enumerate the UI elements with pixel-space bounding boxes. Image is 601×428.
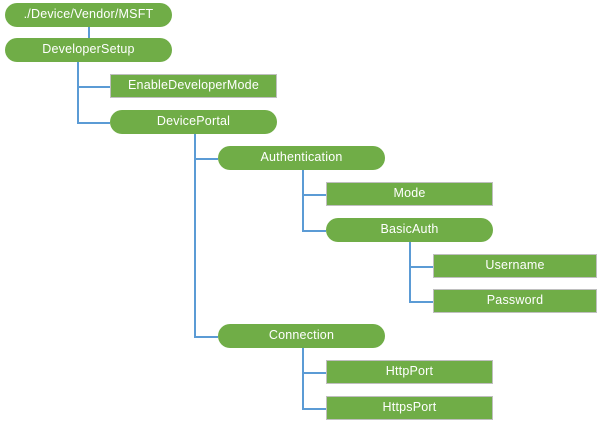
connector-deviceportal-to-authentication	[194, 158, 218, 160]
connector-basicauth-stem	[409, 242, 411, 301]
node-connection[interactable]: Connection	[218, 324, 385, 348]
node-basicauth[interactable]: BasicAuth	[326, 218, 493, 242]
node-deviceportal[interactable]: DevicePortal	[110, 110, 277, 134]
node-enabledevelopermode[interactable]: EnableDeveloperMode	[110, 74, 277, 98]
connector-authentication-to-mode	[302, 194, 326, 196]
node-mode[interactable]: Mode	[326, 182, 493, 206]
node-label-httpport: HttpPort	[385, 364, 434, 379]
connector-connection-to-httpsport	[302, 408, 326, 410]
node-password[interactable]: Password	[433, 289, 597, 313]
connector-developersetup-to-enabledevelopermode	[77, 86, 110, 88]
node-label-root: ./Device/Vendor/MSFT	[23, 7, 154, 22]
node-developersetup[interactable]: DeveloperSetup	[5, 38, 172, 62]
connector-basicauth-to-username	[409, 266, 433, 268]
node-label-password: Password	[486, 293, 544, 308]
connector-basicauth-to-password	[409, 301, 433, 303]
node-httpport[interactable]: HttpPort	[326, 360, 493, 384]
node-label-mode: Mode	[393, 186, 426, 201]
node-label-connection: Connection	[268, 328, 335, 343]
connector-authentication-to-basicauth	[302, 230, 326, 232]
connector-deviceportal-to-connection	[194, 336, 218, 338]
node-label-basicauth: BasicAuth	[380, 222, 439, 237]
node-label-enabledevelopermode: EnableDeveloperMode	[128, 78, 259, 93]
node-label-authentication: Authentication	[260, 150, 343, 165]
node-label-httpsport: HttpsPort	[382, 400, 437, 415]
connector-connection-to-httpport	[302, 372, 326, 374]
node-root[interactable]: ./Device/Vendor/MSFT	[5, 3, 172, 27]
connector-developersetup-stem	[77, 62, 79, 122]
node-username[interactable]: Username	[433, 254, 597, 278]
connector-connection-stem	[302, 348, 304, 408]
connector-developersetup-to-deviceportal	[77, 122, 110, 124]
node-label-developersetup: DeveloperSetup	[42, 42, 135, 57]
node-label-username: Username	[485, 258, 545, 273]
connector-root-to-developersetup	[88, 27, 90, 38]
connector-deviceportal-stem	[194, 134, 196, 336]
node-authentication[interactable]: Authentication	[218, 146, 385, 170]
node-httpsport[interactable]: HttpsPort	[326, 396, 493, 420]
connector-authentication-stem	[302, 170, 304, 230]
node-label-deviceportal: DevicePortal	[156, 114, 231, 129]
